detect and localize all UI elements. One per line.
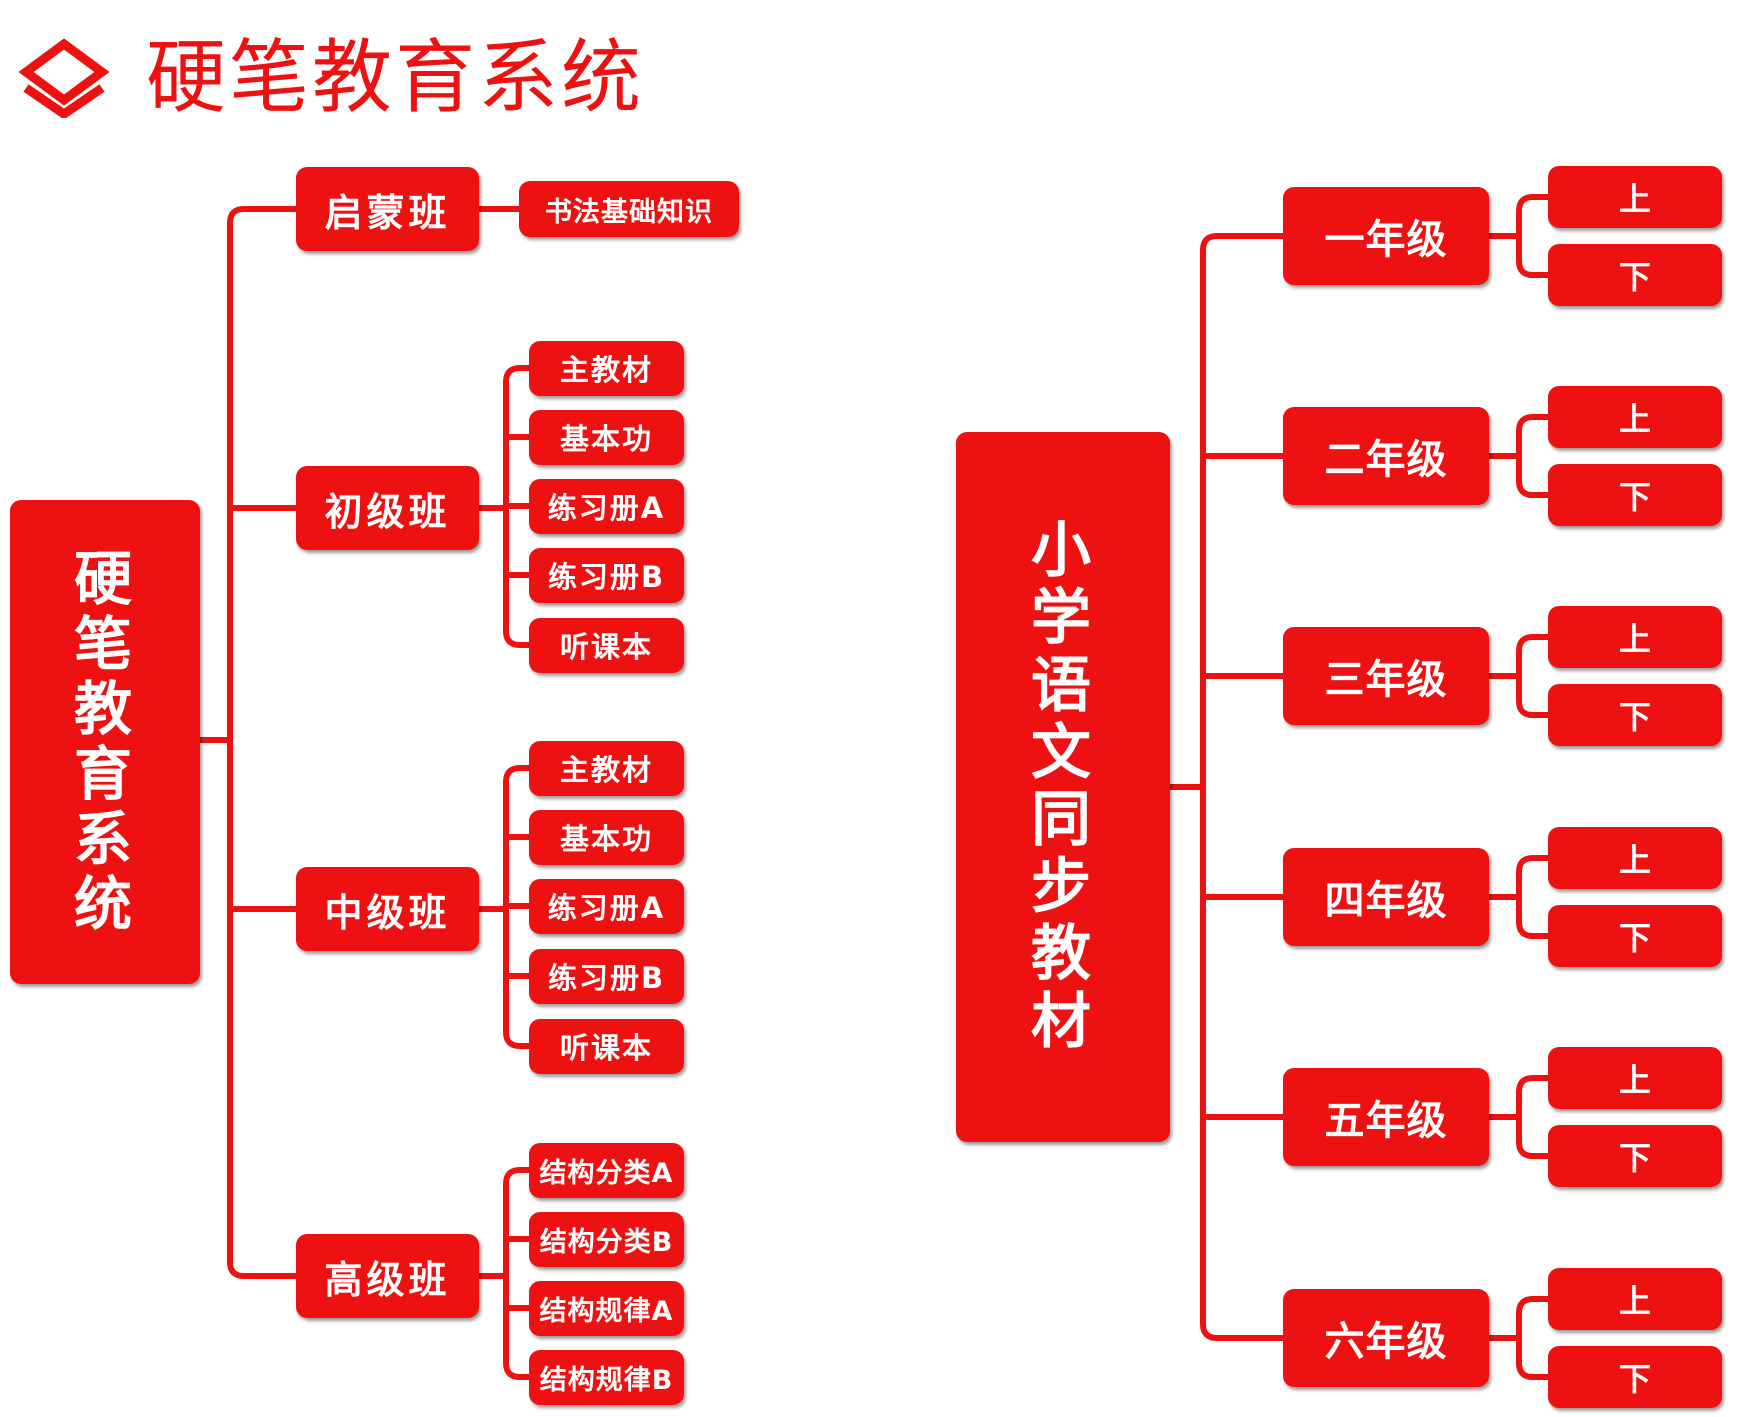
root-char: 统 xyxy=(73,869,136,938)
item-node[interactable]: 练习册B xyxy=(529,547,684,603)
grade-node[interactable]: 一年级 xyxy=(1283,187,1489,285)
right-grade-1-branch xyxy=(1516,414,1551,434)
right-grade-4-branch xyxy=(1516,1139,1551,1159)
term-node-upper[interactable]: 上 xyxy=(1548,606,1722,668)
class-node[interactable]: 高级班 xyxy=(296,1234,479,1318)
root-char: 步 xyxy=(1031,852,1095,923)
item-node[interactable]: 练习册A xyxy=(529,478,684,534)
term-node-lower[interactable]: 下 xyxy=(1548,244,1722,306)
class-node[interactable]: 初级班 xyxy=(296,466,479,550)
term-node-upper[interactable]: 上 xyxy=(1548,1047,1722,1109)
right-grade-0-branch xyxy=(1516,258,1551,278)
left-class-1-branch xyxy=(503,628,532,648)
root-char: 教 xyxy=(73,675,136,744)
left-class-2-branch xyxy=(503,1029,532,1049)
item-node[interactable]: 主教材 xyxy=(529,340,684,396)
left-class-1-branch xyxy=(503,365,532,385)
term-node-upper[interactable]: 上 xyxy=(1548,827,1722,889)
term-node-lower[interactable]: 下 xyxy=(1548,1125,1722,1187)
term-node-lower[interactable]: 下 xyxy=(1548,1346,1722,1408)
right-grade-3-branch xyxy=(1516,855,1551,875)
item-node[interactable]: 结构规律A xyxy=(529,1280,684,1336)
grade-node[interactable]: 二年级 xyxy=(1283,407,1489,505)
right-root-branch xyxy=(1200,1321,1286,1341)
item-node[interactable]: 结构规律B xyxy=(529,1349,684,1405)
root-char: 小 xyxy=(1031,516,1095,587)
grade-node[interactable]: 五年级 xyxy=(1283,1068,1489,1166)
right-grade-3-branch xyxy=(1516,919,1551,939)
item-node[interactable]: 主教材 xyxy=(529,740,684,796)
item-node[interactable]: 书法基础知识 xyxy=(519,181,739,237)
term-node-lower[interactable]: 下 xyxy=(1548,464,1722,526)
item-node[interactable]: 结构分类B xyxy=(529,1211,684,1267)
root-char: 育 xyxy=(73,740,136,808)
left-class-3-branch xyxy=(503,1167,532,1187)
term-node-lower[interactable]: 下 xyxy=(1548,684,1722,746)
grade-node[interactable]: 四年级 xyxy=(1283,848,1489,946)
term-node-upper[interactable]: 上 xyxy=(1548,386,1722,448)
right-grade-5-branch xyxy=(1516,1360,1551,1380)
term-node-lower[interactable]: 下 xyxy=(1548,905,1722,967)
term-node-upper[interactable]: 上 xyxy=(1548,1268,1722,1330)
right-grade-4-branch xyxy=(1516,1075,1551,1095)
right-grade-2-branch xyxy=(1516,698,1551,718)
item-node[interactable]: 听课本 xyxy=(529,1018,684,1074)
right-grade-1-branch xyxy=(1516,478,1551,498)
item-node[interactable]: 基本功 xyxy=(529,409,684,465)
item-node[interactable]: 听课本 xyxy=(529,617,684,673)
class-node[interactable]: 启蒙班 xyxy=(296,167,479,251)
right-grade-0-branch xyxy=(1516,194,1551,214)
item-node[interactable]: 结构分类A xyxy=(529,1142,684,1198)
term-node-upper[interactable]: 上 xyxy=(1548,166,1722,228)
grade-node[interactable]: 六年级 xyxy=(1283,1289,1489,1387)
right-root-branch xyxy=(1200,233,1286,253)
root-char: 笔 xyxy=(73,610,136,679)
layers-icon xyxy=(18,38,110,118)
left-root-branch xyxy=(227,1259,299,1279)
root-char: 系 xyxy=(73,804,136,873)
root-char: 学 xyxy=(1031,583,1095,654)
root-char: 同 xyxy=(1031,785,1095,855)
left-root-branch xyxy=(227,206,299,226)
right-grade-2-branch xyxy=(1516,634,1551,654)
page-title: 硬笔教育系统 xyxy=(146,31,644,124)
header: 硬笔教育系统 xyxy=(18,28,644,128)
right-grade-5-branch xyxy=(1516,1296,1551,1316)
root-node-right[interactable]: 小学语文同步教材 xyxy=(956,432,1170,1142)
item-node[interactable]: 练习册B xyxy=(529,948,684,1004)
left-class-3-branch xyxy=(503,1360,532,1380)
item-node[interactable]: 基本功 xyxy=(529,809,684,865)
class-node[interactable]: 中级班 xyxy=(296,867,479,951)
root-char: 硬 xyxy=(73,545,136,614)
grade-node[interactable]: 三年级 xyxy=(1283,627,1489,725)
root-char: 材 xyxy=(1031,986,1095,1057)
item-node[interactable]: 练习册A xyxy=(529,878,684,934)
root-char: 教 xyxy=(1031,919,1095,990)
root-char: 语 xyxy=(1031,650,1095,721)
root-node-left[interactable]: 硬笔教育系统 xyxy=(10,500,200,984)
root-char: 文 xyxy=(1031,717,1095,788)
left-class-2-branch xyxy=(503,765,532,785)
